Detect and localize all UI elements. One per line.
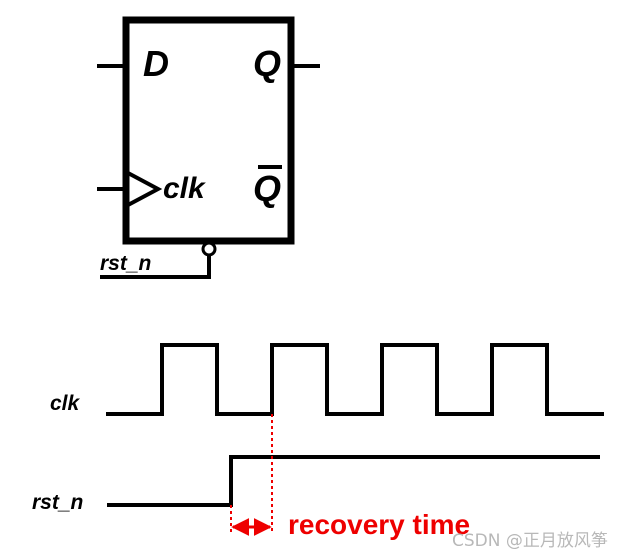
clk-waveform [106, 343, 604, 416]
q-port-label: Q [253, 43, 281, 84]
flip-flop-body [122, 16, 295, 245]
reset-inversion-bubble [201, 241, 217, 257]
d-port-label: D [143, 43, 169, 84]
reset-input-wire [100, 255, 211, 279]
rst-waveform [107, 455, 600, 507]
recovery-time-label: recovery time [288, 509, 470, 540]
clk-signal-label: clk [50, 392, 81, 415]
watermark: CSDN @正月放风筝 [452, 531, 608, 551]
clk-port-label: clk [163, 172, 206, 205]
rst-signal-label: rst_n [32, 491, 83, 514]
waveforms: clk rst_n recovery time [32, 343, 604, 540]
clock-edge-triangle [127, 171, 163, 207]
flip-flop-symbol: D Q clk Q rst_n [97, 16, 320, 279]
reset-pin-label: rst_n [100, 252, 151, 275]
q-bar-port-label: Q [253, 168, 281, 209]
